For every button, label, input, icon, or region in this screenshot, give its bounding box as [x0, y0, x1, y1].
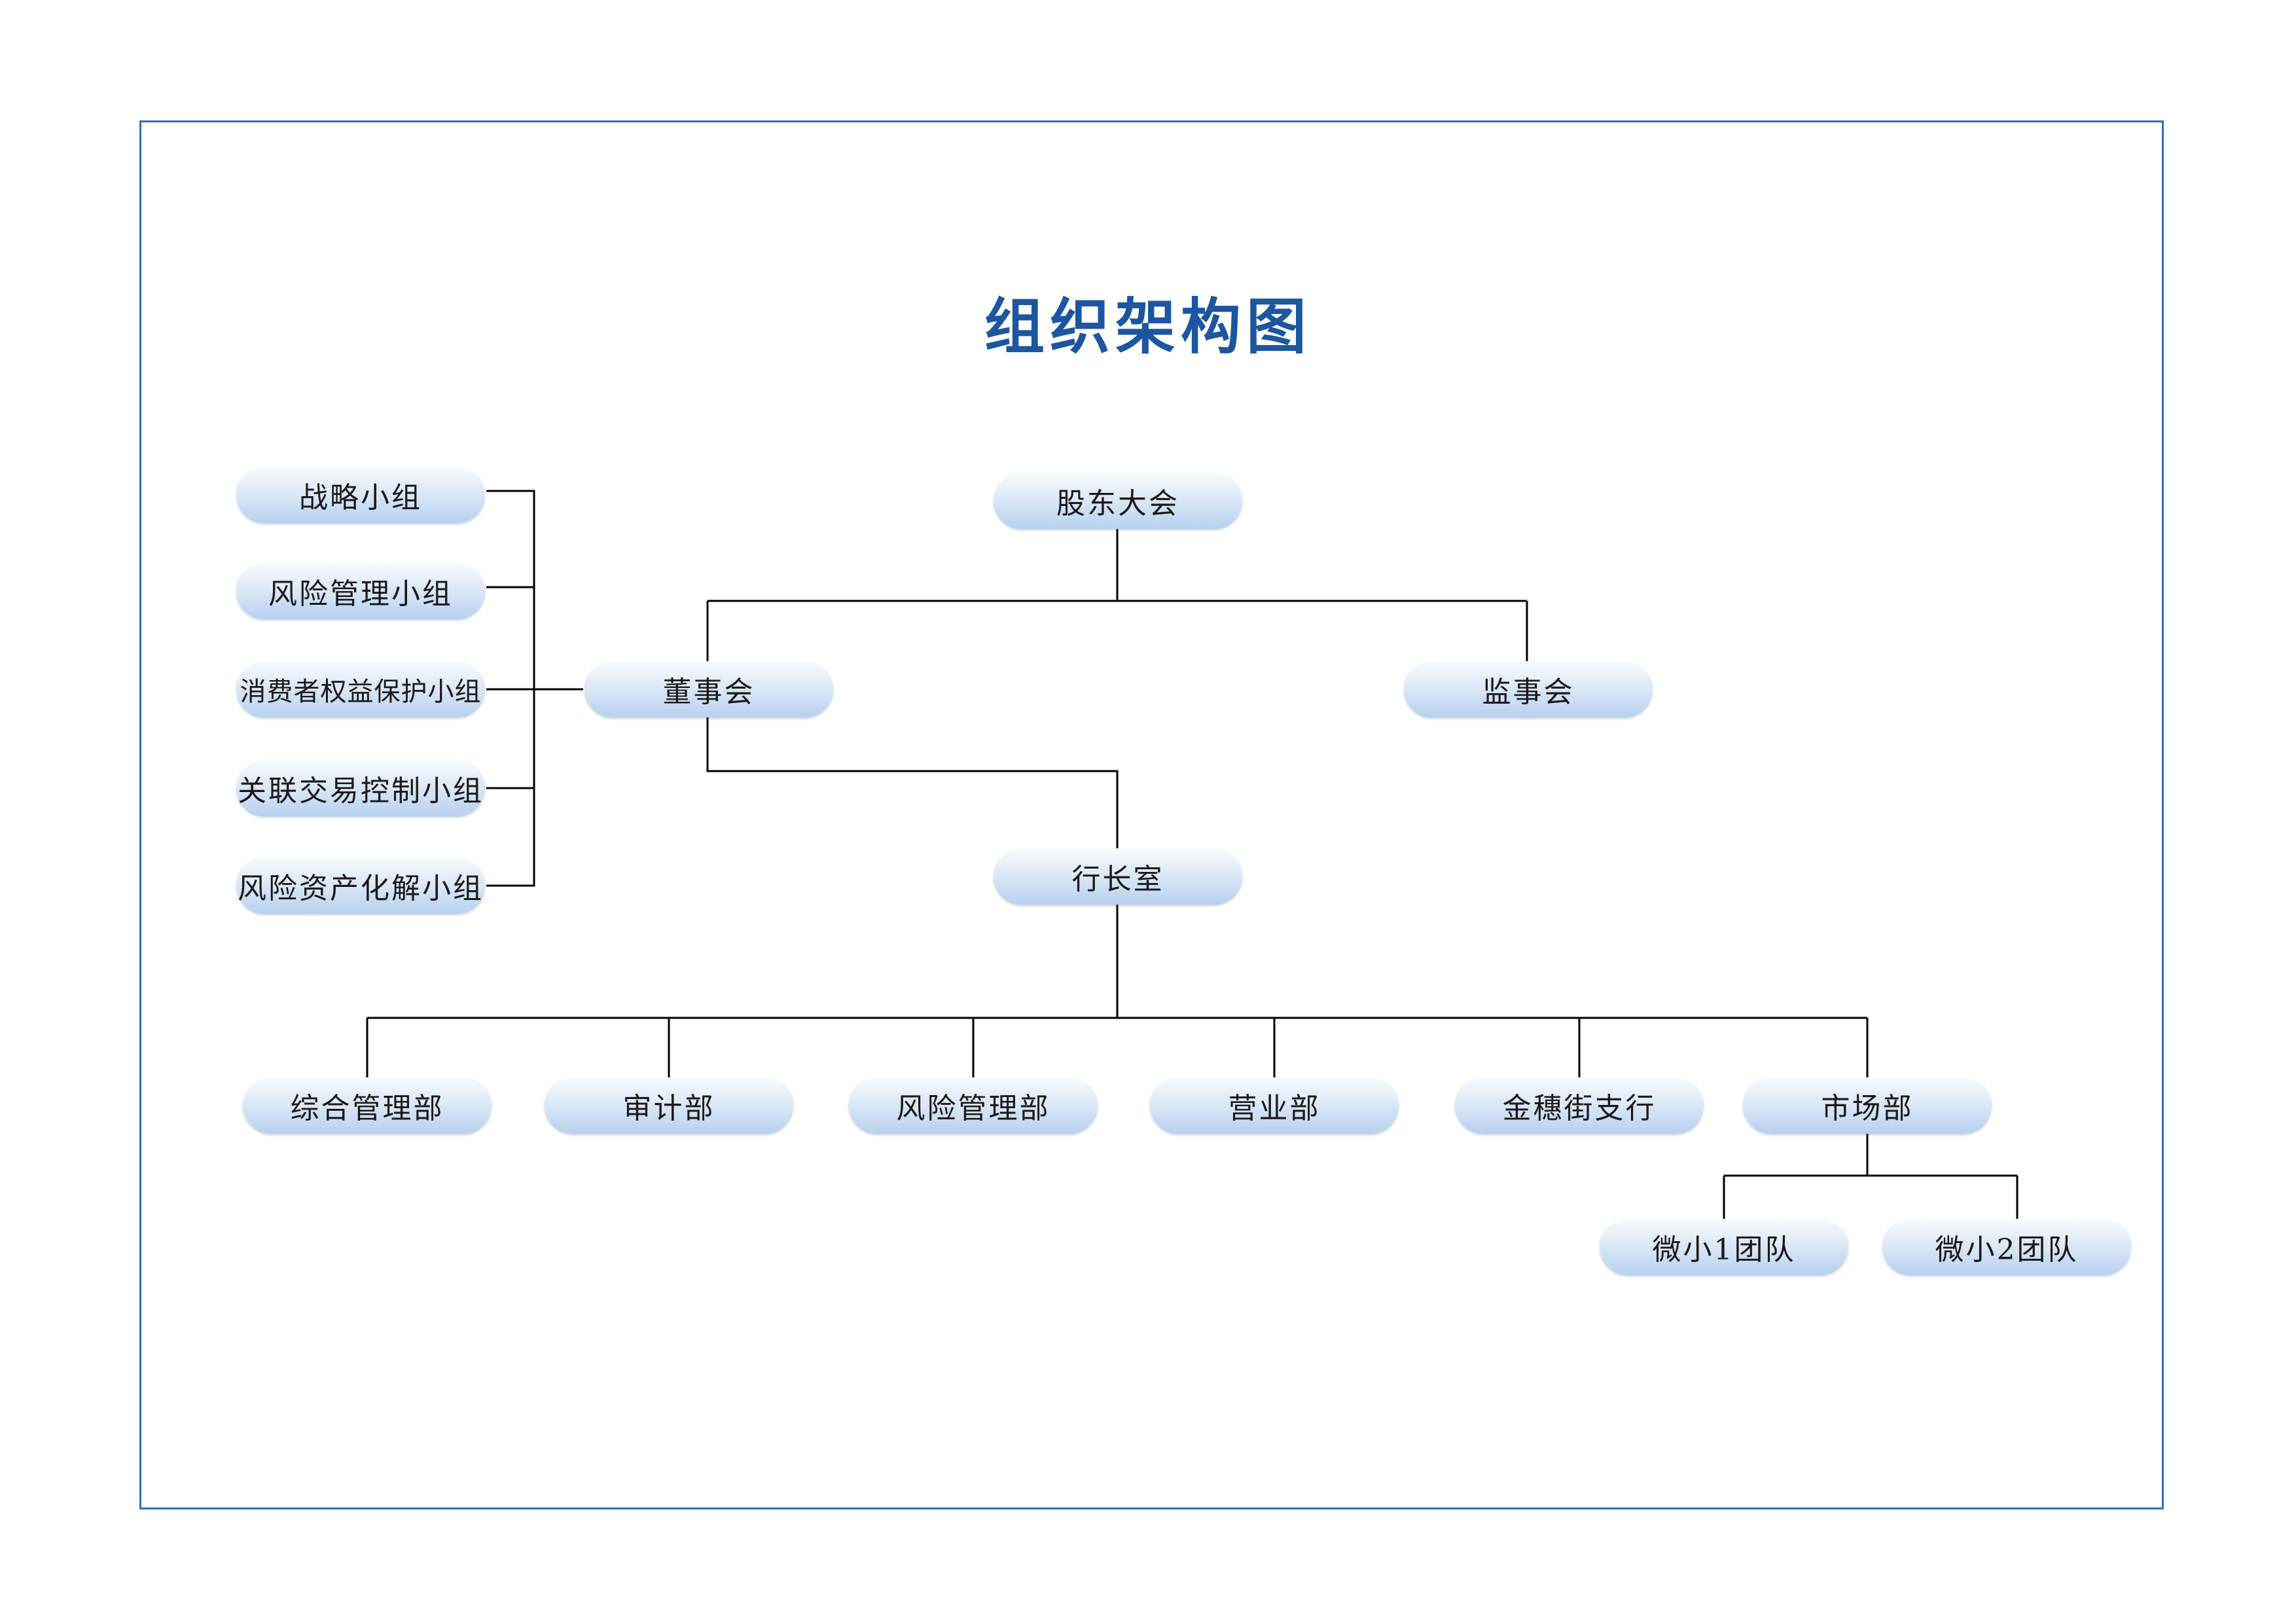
node-dongshi: 董事会	[584, 661, 833, 717]
line-dongshi-hangzhang	[706, 717, 1119, 848]
node-committee-2: 风险管理小组	[236, 563, 485, 619]
node-dept-3: 风险管理部	[849, 1077, 1098, 1134]
node-dept-1: 综合管理部	[243, 1077, 492, 1134]
node-dept-5: 金穗街支行	[1455, 1077, 1704, 1134]
node-team-1: 微小1团队	[1600, 1219, 1848, 1275]
node-committee-5: 风险资产化解小组	[236, 857, 485, 914]
node-hangzhang: 行长室	[994, 848, 1242, 905]
node-dept-2: 审计部	[545, 1077, 793, 1134]
node-committee-3: 消费者权益保护小组	[236, 661, 485, 717]
node-committee-1: 战略小组	[236, 467, 485, 523]
node-jianshi: 监事会	[1404, 661, 1653, 717]
node-team-2: 微小2团队	[1882, 1219, 2131, 1275]
page-frame	[139, 120, 2164, 1509]
node-committee-4: 关联交易控制小组	[236, 760, 485, 816]
page-title: 组织架构图	[984, 292, 1312, 362]
node-gudong: 股东大会	[994, 473, 1242, 529]
node-dept-4: 营业部	[1150, 1077, 1399, 1134]
node-dept-6: 市场部	[1743, 1077, 1992, 1134]
